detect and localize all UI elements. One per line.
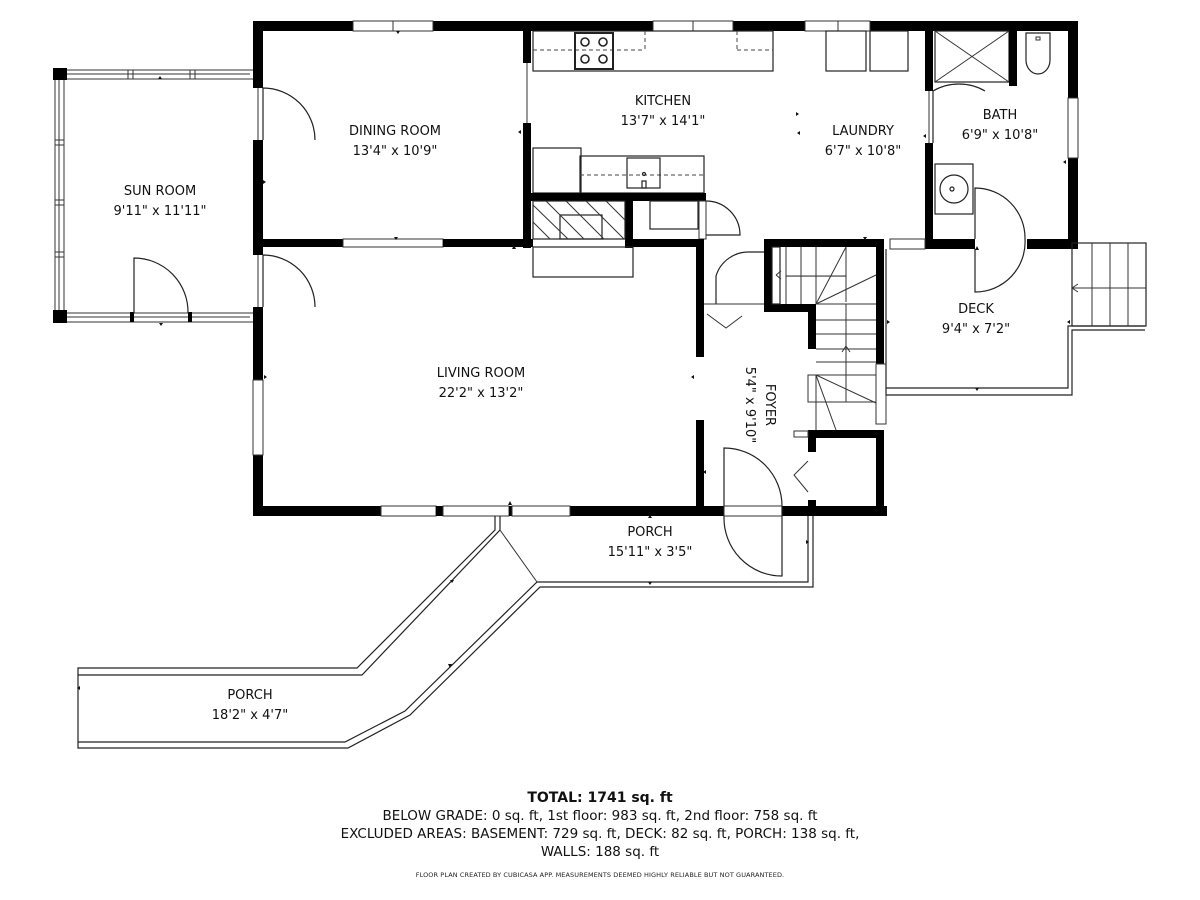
disclaimer: FLOOR PLAN CREATED BY CUBICASA APP. MEAS…: [415, 871, 785, 879]
foyer-walls: [723, 438, 816, 577]
room-name: SUN ROOM: [124, 184, 196, 199]
room-name: LIVING ROOM: [437, 366, 525, 381]
room-label-dining-room: DINING ROOM 13'4" x 10'9": [349, 124, 441, 159]
kitchen-fixtures: [523, 30, 909, 516]
room-name: KITCHEN: [635, 94, 691, 109]
left-windows: [252, 87, 316, 456]
room-label-laundry: LAUNDRY 6'7" x 10'8": [825, 124, 901, 159]
room-dimensions: 13'4" x 10'9": [353, 144, 438, 159]
room-name: DECK: [958, 302, 994, 317]
room-dimensions: 9'4" x 7'2": [942, 322, 1010, 337]
room-name: BATH: [983, 108, 1018, 123]
room-dimensions: 5'4" x 9'10": [742, 367, 757, 443]
porch-outline: [77, 516, 814, 749]
room-label-living-room: LIVING ROOM 22'2" x 13'2": [437, 366, 525, 401]
room-label-kitchen: KITCHEN 13'7" x 14'1": [621, 94, 706, 129]
room-name: PORCH: [627, 525, 672, 540]
room-label-deck: DECK 9'4" x 7'2": [942, 302, 1010, 337]
room-dimensions: 6'9" x 10'8": [962, 128, 1038, 143]
room-dimensions: 15'11" x 3'5": [608, 545, 693, 560]
room-dimensions: 6'7" x 10'8": [825, 144, 901, 159]
deck-outline: [885, 242, 1147, 396]
room-name: DINING ROOM: [349, 124, 441, 139]
room-label-porch-front: PORCH 15'11" x 3'5": [608, 525, 693, 560]
room-label-bath: BATH 6'9" x 10'8": [962, 108, 1038, 143]
room-name: PORCH: [227, 688, 272, 703]
room-dimensions: 9'11" x 11'11": [114, 204, 207, 219]
room-name: LAUNDRY: [832, 124, 894, 139]
room-dimensions: 18'2" x 4'7": [212, 708, 288, 723]
room-label-porch-side: PORCH 18'2" x 4'7": [212, 688, 288, 723]
staircase: [704, 239, 887, 516]
room-dimensions: 22'2" x 13'2": [439, 386, 524, 401]
room-label-foyer: FOYER 5'4" x 9'10": [742, 367, 777, 443]
room-dimensions: 13'7" x 14'1": [621, 114, 706, 129]
floor-area-breakdown: BELOW GRADE: 0 sq. ft, 1st floor: 983 sq…: [382, 808, 818, 824]
room-label-sun-room: SUN ROOM 9'11" x 11'11": [114, 184, 207, 219]
total-area: TOTAL: 1741 sq. ft: [527, 790, 673, 806]
bath-walls: [889, 21, 1079, 293]
dining-living-divider: [253, 21, 533, 248]
dimension-markers: [77, 31, 1070, 690]
sun-room: [53, 68, 256, 326]
excluded-areas: EXCLUDED AREAS: BASEMENT: 729 sq. ft, DE…: [340, 826, 860, 842]
walls-area: WALLS: 188 sq. ft: [540, 844, 660, 860]
living-windows: [380, 505, 571, 517]
room-name: FOYER: [762, 384, 777, 426]
